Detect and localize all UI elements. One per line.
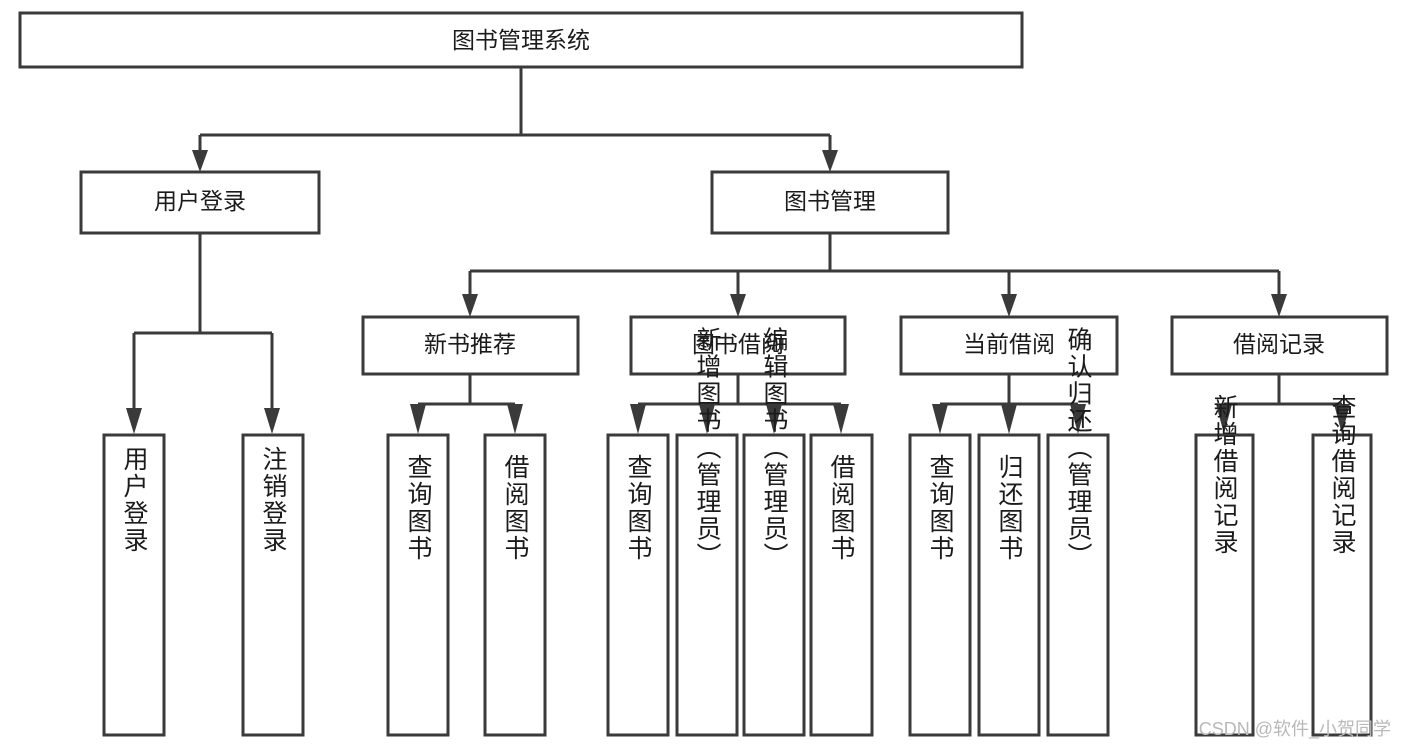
leaf-current-borrow-1[interactable]: 查询图书 (908, 433, 972, 737)
arrow-nbr-leaf-1 (410, 404, 426, 434)
leaf-new-book-recommend-2[interactable]: 借阅图书 (483, 433, 547, 737)
leaf-book-borrow-2-label: 新增图书（管理员） (693, 327, 722, 570)
leaf-book-borrow-2-box[interactable] (675, 433, 739, 737)
leaf-current-borrow-3-box[interactable] (1046, 433, 1110, 737)
leaf-current-borrow-3-label: 确认归还（管理员） (1064, 327, 1093, 570)
arrow-to-borrow-record (1271, 294, 1287, 317)
arrow-bb-leaf-1 (630, 404, 646, 434)
arrow-cb-leaf-2 (1001, 404, 1017, 434)
leaf-borrow-record-2-box[interactable] (1311, 433, 1373, 737)
leaf-current-borrow-2-box[interactable] (977, 433, 1041, 737)
arrow-cb-leaf-1 (932, 404, 948, 434)
leaf-borrow-record-2[interactable]: 查询借阅记录 (1311, 394, 1373, 737)
node-new-book-recommend-label: 新书推荐 (424, 331, 516, 357)
node-book-borrow-label: 图书借阅 (692, 331, 784, 357)
leaf-book-borrow-4[interactable]: 借阅图书 (809, 433, 874, 737)
leaf-book-borrow-3[interactable]: 编辑图书（管理员） (742, 327, 806, 737)
leaf-new-book-recommend-1-box[interactable] (386, 433, 450, 737)
leaf-book-borrow-4-box[interactable] (809, 433, 874, 737)
arrow-cb-leaf-3 (1070, 404, 1086, 434)
leaf-book-borrow-2[interactable]: 新增图书（管理员） (675, 327, 739, 737)
node-root-label: 图书管理系统 (452, 27, 590, 53)
leaf-borrow-record-2-label: 查询借阅记录 (1328, 394, 1357, 556)
node-current-borrow-label: 当前借阅 (963, 331, 1055, 357)
arrow-bb-leaf-2 (699, 404, 715, 434)
leaf-borrow-record-1[interactable]: 新增借阅记录 (1194, 394, 1255, 737)
node-book-borrow[interactable]: 图书借阅 (629, 315, 847, 376)
arrow-root-to-book-manage (822, 150, 838, 172)
leaf-book-borrow-4-label: 借阅图书 (827, 454, 856, 562)
leaf-user-login-1[interactable]: 用户登录 (102, 433, 166, 737)
leaf-user-login-2-box[interactable] (241, 433, 305, 737)
leaf-book-borrow-1-label: 查询图书 (624, 454, 653, 562)
leaf-current-borrow-2[interactable]: 归还图书 (977, 433, 1041, 737)
node-root[interactable]: 图书管理系统 (18, 11, 1024, 69)
leaf-current-borrow-1-box[interactable] (908, 433, 972, 737)
leaf-new-book-recommend-2-label: 借阅图书 (501, 454, 530, 562)
node-borrow-record-box[interactable] (1170, 315, 1389, 376)
arrow-to-book-borrow (730, 294, 746, 317)
leaf-user-login-1-label: 用户登录 (120, 446, 149, 554)
node-user-login-box[interactable] (79, 170, 321, 235)
node-book-manage-label: 图书管理 (784, 188, 876, 214)
node-current-borrow[interactable]: 当前借阅 (899, 315, 1119, 376)
arrow-bb-leaf-4 (833, 404, 849, 434)
leaf-new-book-recommend-1-label: 查询图书 (404, 454, 433, 562)
node-book-manage[interactable]: 图书管理 (710, 170, 950, 235)
node-user-login[interactable]: 用户登录 (79, 170, 321, 235)
node-borrow-record[interactable]: 借阅记录 (1170, 315, 1389, 376)
leaf-book-borrow-1[interactable]: 查询图书 (606, 433, 670, 737)
arrow-bb-leaf-3 (766, 404, 782, 434)
arrow-root-to-user-login (192, 150, 208, 172)
node-book-manage-box[interactable] (710, 170, 950, 235)
leaf-book-borrow-1-box[interactable] (606, 433, 670, 737)
leaf-new-book-recommend-1[interactable]: 查询图书 (386, 433, 450, 737)
connector-layer (126, 67, 1350, 434)
node-new-book-recommend-box[interactable] (361, 315, 580, 376)
node-borrow-record-label: 借阅记录 (1233, 331, 1325, 357)
leaf-user-login-1-box[interactable] (102, 433, 166, 737)
leaf-user-login-2-label: 注销登录 (259, 446, 288, 554)
arrow-br-leaf-1 (1216, 404, 1232, 434)
leaf-borrow-record-1-box[interactable] (1194, 433, 1255, 737)
arrow-user-login-leaf-1 (126, 408, 142, 434)
leaf-book-borrow-3-box[interactable] (742, 433, 806, 737)
node-new-book-recommend[interactable]: 新书推荐 (361, 315, 580, 376)
arrow-user-login-leaf-2 (264, 408, 280, 434)
arrow-br-leaf-2 (1334, 404, 1350, 434)
arrow-to-current-borrow (1001, 294, 1017, 317)
leaf-current-borrow-1-label: 查询图书 (926, 454, 955, 562)
node-current-borrow-box[interactable] (899, 315, 1119, 376)
arrow-to-new-book-recommend (462, 294, 478, 317)
leaf-current-borrow-3[interactable]: 确认归还（管理员） (1046, 327, 1110, 737)
leaf-current-borrow-2-label: 归还图书 (995, 454, 1024, 562)
leaf-book-borrow-3-label: 编辑图书（管理员） (760, 327, 789, 570)
leaf-borrow-record-1-label: 新增借阅记录 (1210, 394, 1239, 556)
leaf-new-book-recommend-2-box[interactable] (483, 433, 547, 737)
node-book-borrow-box[interactable] (629, 315, 847, 376)
node-user-login-label: 用户登录 (154, 188, 246, 214)
arrow-nbr-leaf-2 (507, 404, 523, 434)
node-root-box[interactable] (18, 11, 1024, 69)
leaf-user-login-2[interactable]: 注销登录 (241, 433, 305, 737)
